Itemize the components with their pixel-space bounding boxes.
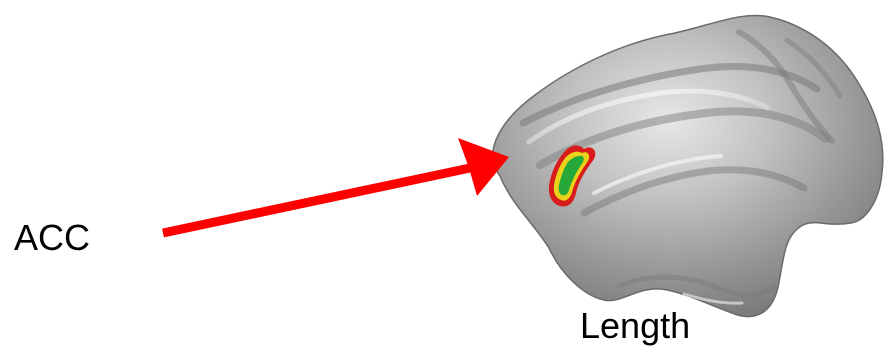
acc-label: ACC <box>14 220 90 256</box>
arrow-shaft <box>163 168 470 233</box>
length-label: Length <box>580 308 690 344</box>
brain-outline <box>493 15 883 316</box>
brain-surface-icon <box>493 15 883 316</box>
arrow-icon <box>163 138 509 233</box>
